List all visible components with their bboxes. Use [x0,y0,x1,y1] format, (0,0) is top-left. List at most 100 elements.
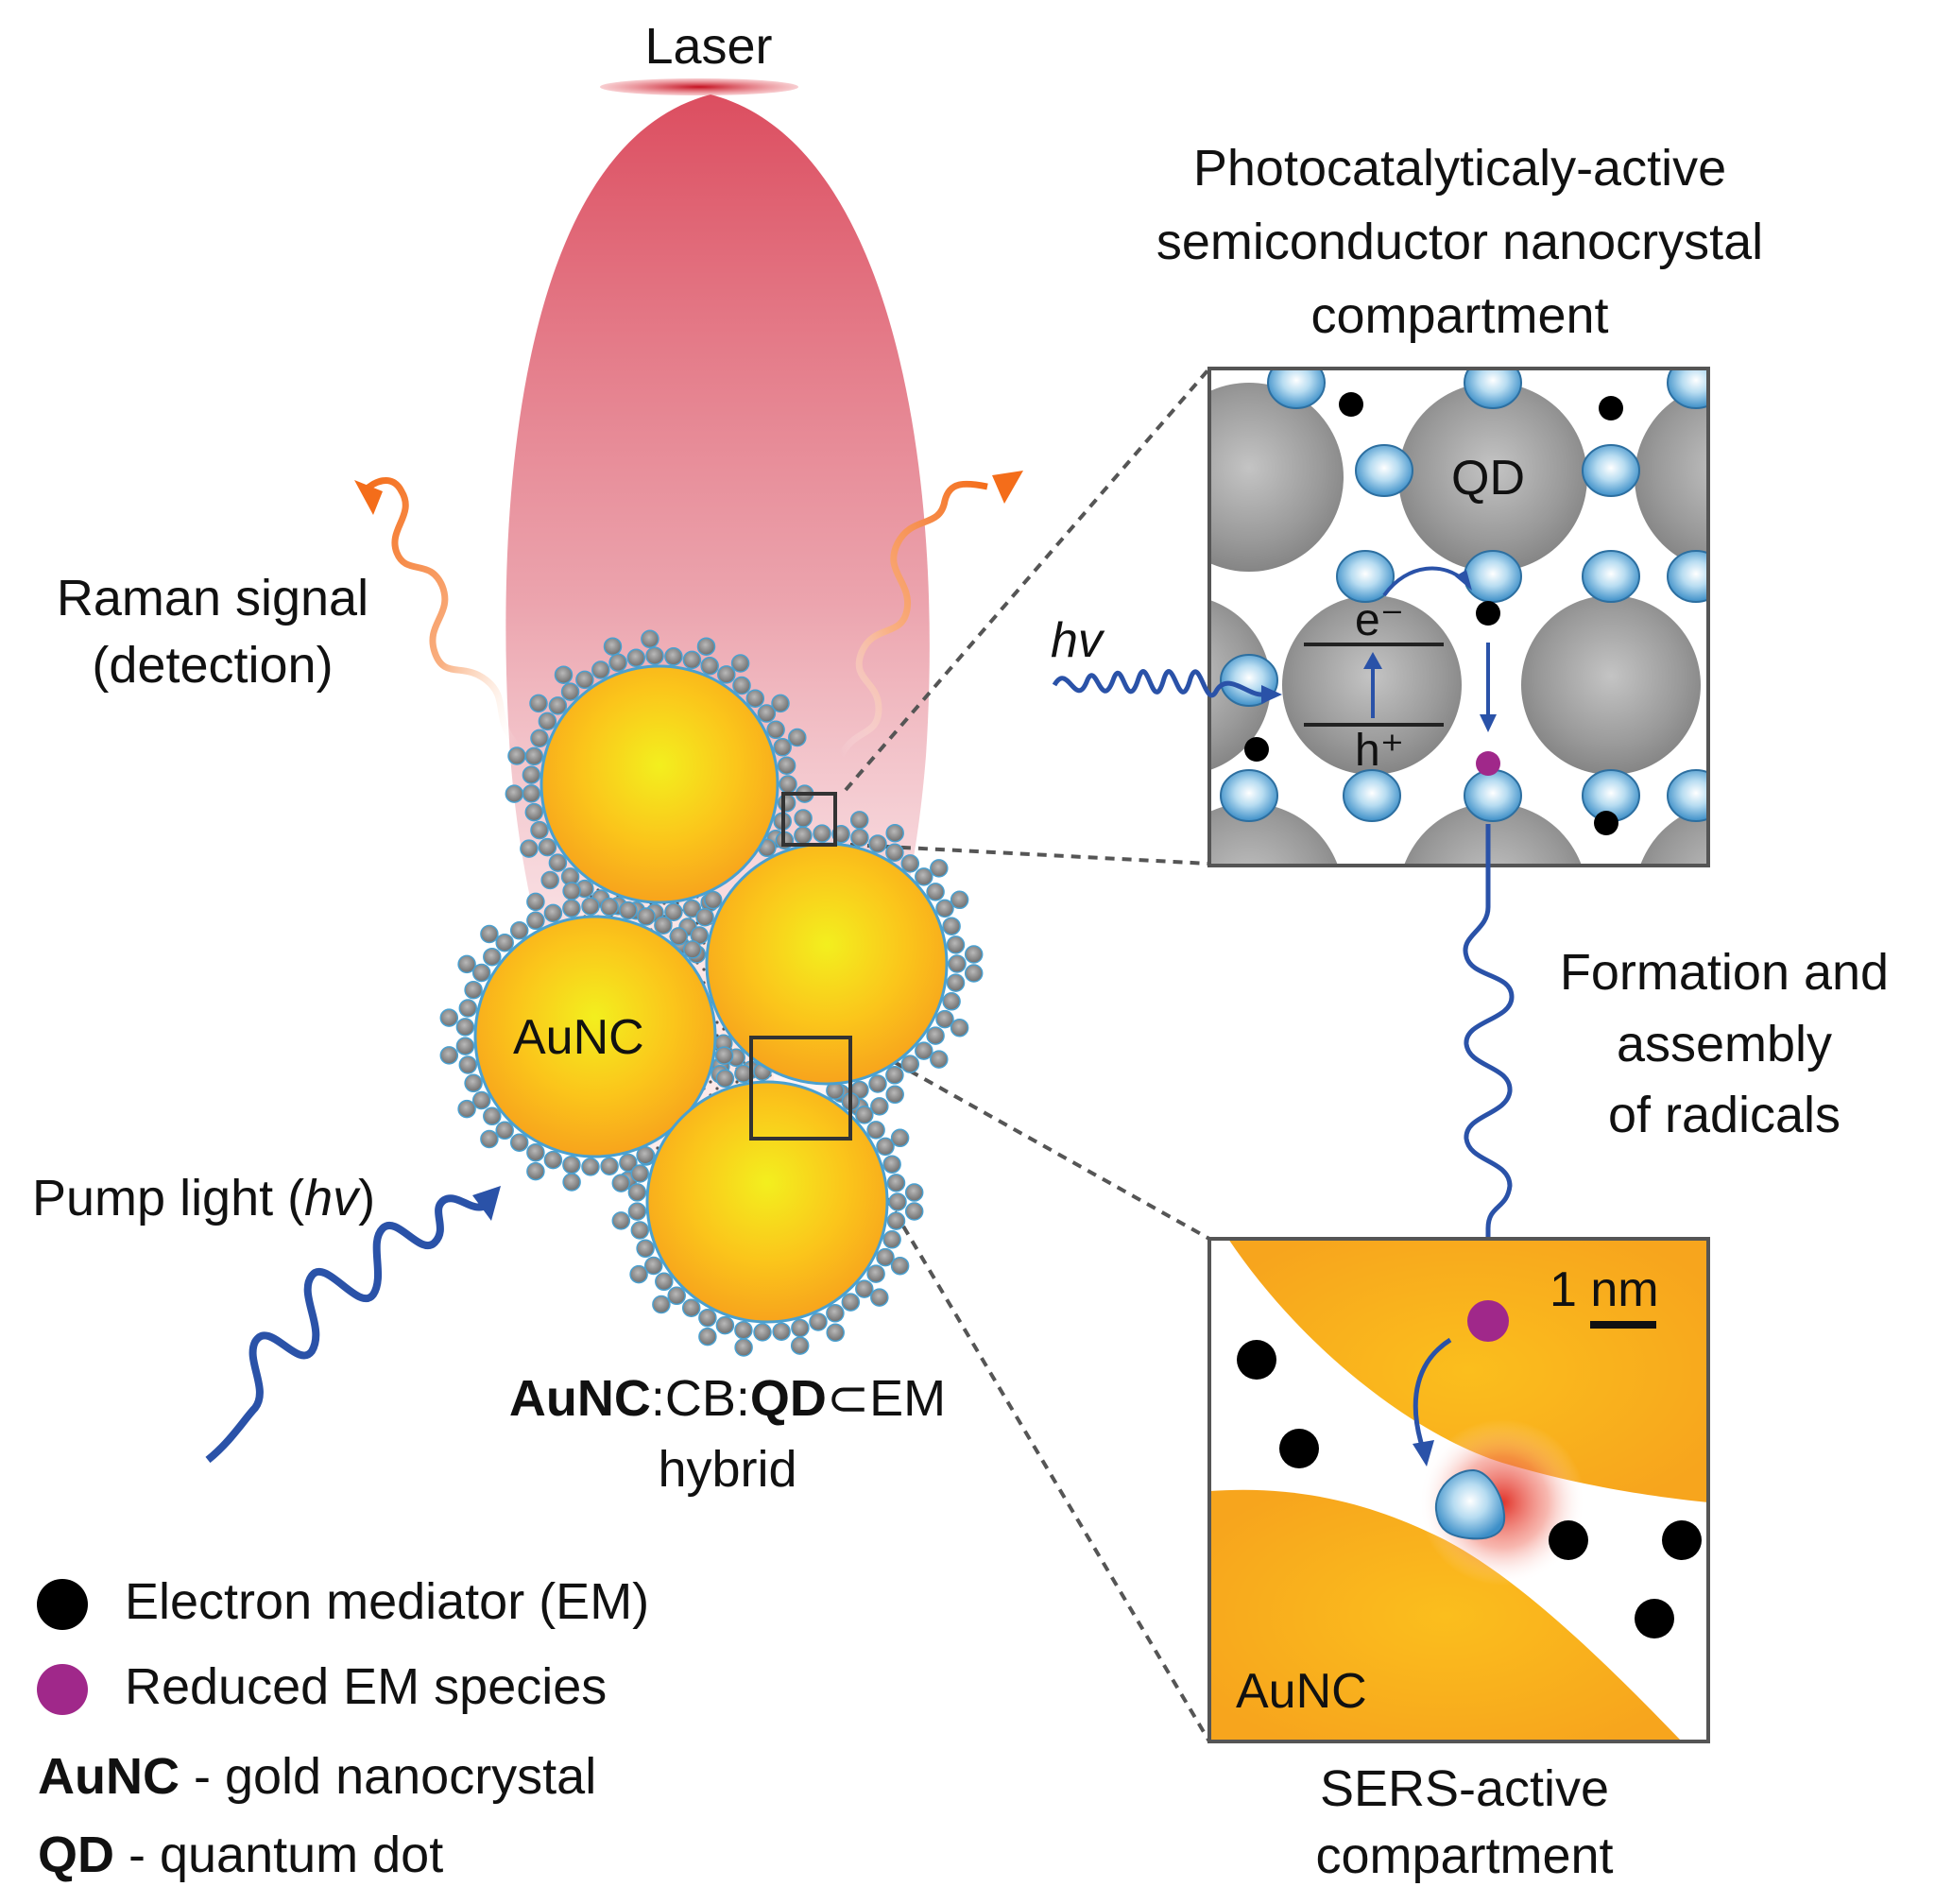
qd-particle [1209,383,1344,572]
small-qd [868,834,887,853]
pump-hv: hv [304,1170,359,1226]
small-qd [652,1295,671,1314]
small-qd [664,902,683,921]
small-qd [885,1066,904,1085]
small-qd [946,935,966,954]
small-qd [794,809,813,828]
excitation-arrow-icon [1363,652,1382,669]
legend-em-label: Electron mediator (EM) [125,1573,650,1630]
qd-particle [1635,385,1708,570]
small-qd [866,1121,885,1140]
small-qd [562,1173,581,1192]
sers-compartment-title: SERS-active compartment [1219,1756,1710,1891]
small-qd [876,1247,895,1267]
small-qd [855,1279,874,1298]
small-qd [964,964,984,983]
small-qd [942,992,961,1011]
pump-light-label: Pump light (hv) [32,1165,375,1232]
small-qd [866,1264,885,1283]
sers-line-1: SERS-active [1319,1760,1610,1817]
small-qd [777,756,796,775]
small-qd [543,1150,563,1170]
small-qd [667,1286,686,1306]
small-qd [870,1097,889,1116]
photocat-line-2: semiconductor nanocrystal [1156,213,1764,270]
em-dot [1599,396,1623,420]
small-qd [695,907,714,927]
small-qd [608,653,627,673]
qd-particle [1209,803,1339,866]
small-qd [715,1069,735,1089]
aunc-particle [473,915,717,1158]
small-qd [630,1164,650,1183]
small-qd [948,954,967,973]
small-qd [480,924,499,944]
hybrid-em: ⊂EM [826,1370,947,1427]
photocatalytic-compartment-title: Photocatalyticaly-active semiconductor n… [1077,132,1842,352]
small-qd [826,1323,845,1343]
small-qd [560,682,580,701]
cb-blob [1667,550,1708,603]
small-qd [520,839,539,858]
small-qd [773,738,792,757]
small-qd [855,1106,874,1124]
small-qd [890,1256,910,1276]
legend-aunc-def: AuNC - gold nanocrystal [38,1743,596,1810]
em-dot [1237,1340,1276,1380]
formation-line-1: Formation and [1559,944,1890,1001]
small-qd [522,765,541,784]
small-qd [926,1026,945,1045]
small-qd [611,1174,631,1192]
small-qd [745,689,765,708]
small-qd [464,980,483,1000]
small-qd [529,694,548,713]
raman-arrowhead-left-icon [354,480,383,515]
small-qd [455,1018,475,1037]
small-qd [562,899,581,918]
small-qd [603,637,623,656]
small-qd [636,1239,655,1259]
small-qd [935,1009,954,1029]
small-qd [885,823,904,843]
small-qd [946,973,966,992]
small-qd [882,1155,901,1174]
small-qd [591,660,610,679]
small-qd [627,1183,647,1202]
small-qd [611,1211,631,1230]
small-qd [753,1323,772,1342]
cb-blob [1582,444,1640,497]
small-qd [538,837,557,857]
hole-label: h⁺ [1355,726,1405,776]
small-qd [654,916,673,935]
small-qd [562,1155,581,1175]
small-qd [641,629,659,649]
zoom-region-sers [749,1036,852,1141]
small-qd [885,843,904,862]
small-qd [471,1090,491,1110]
reduction-arrow-icon [1480,714,1497,732]
small-qd [664,647,683,666]
small-qd [882,1230,901,1249]
pump-arrowhead-icon [472,1186,501,1221]
small-qd [530,729,549,748]
small-qd [698,1327,717,1347]
qd-particle [1398,383,1587,572]
legend-aunc-text: - gold nanocrystal [179,1748,597,1805]
cb-blob [1267,369,1326,409]
small-qd [458,999,478,1018]
laser-label: Laser [644,18,773,75]
small-qd [700,657,719,676]
aunc-particle [645,1080,889,1324]
hybrid-line-2: hybrid [658,1440,797,1498]
small-qd [850,828,869,848]
cluster-aunc-label: AuNC [513,1010,644,1065]
sers-line-2: compartment [1315,1827,1614,1885]
small-qd [757,704,777,723]
sers-cb-blob [1434,1468,1506,1540]
small-qd [619,901,638,920]
small-qd [791,1318,810,1338]
small-qd [730,654,750,673]
small-qd [964,945,984,964]
small-qd [849,811,869,830]
small-qd [507,746,526,765]
